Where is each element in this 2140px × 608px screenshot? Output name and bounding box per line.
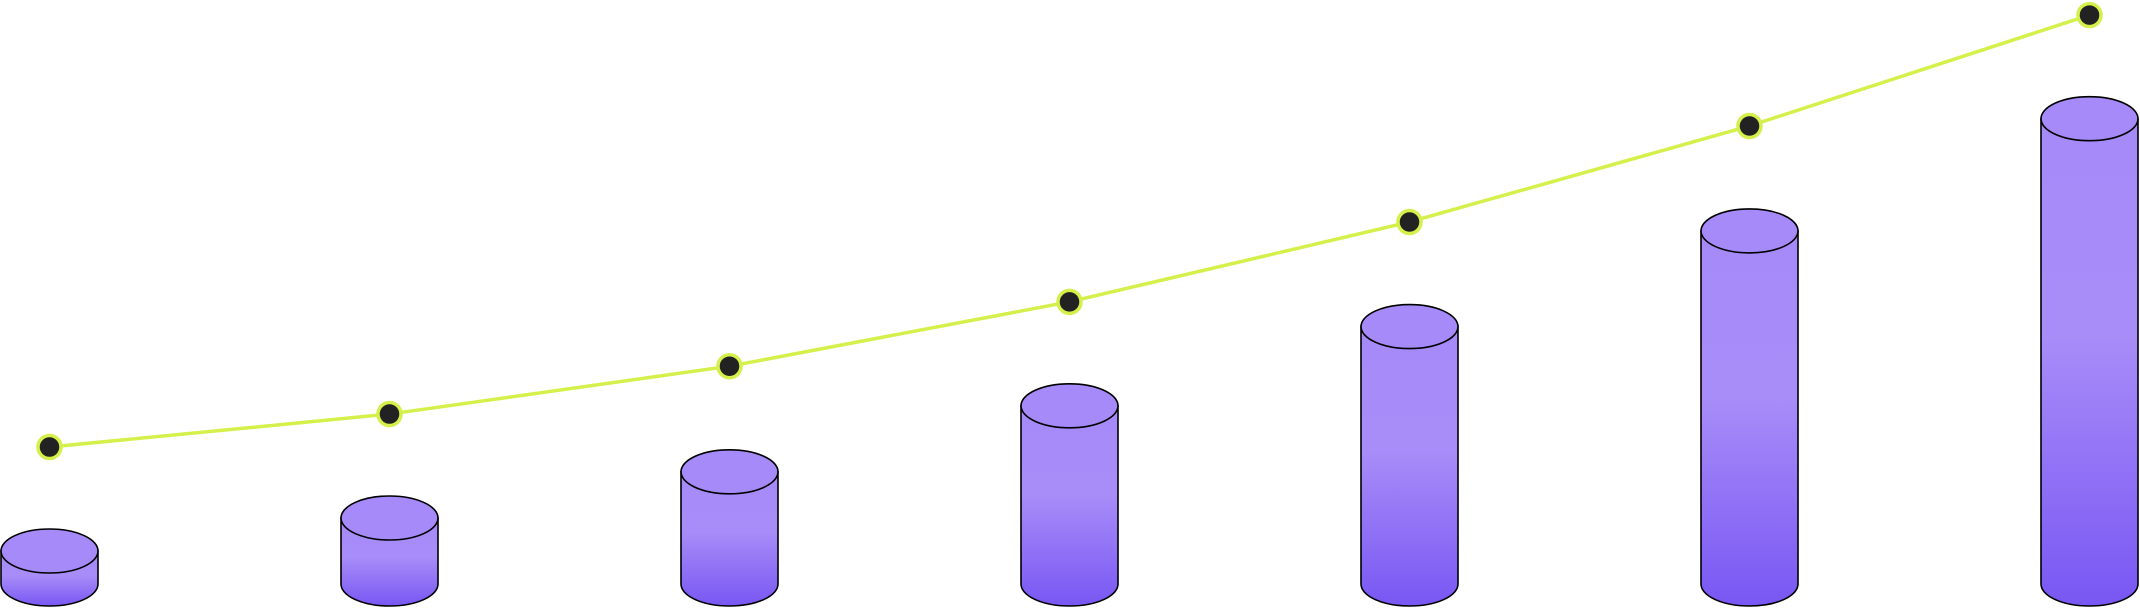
cylinder-bar	[680, 448, 779, 607]
cylinder-top	[0, 528, 99, 574]
cylinder-top	[2040, 95, 2139, 142]
cylinder-top	[1020, 382, 1119, 429]
cylinder-bar	[1700, 208, 1799, 607]
cylinder-body	[1020, 405, 1119, 607]
line-point-marker	[716, 352, 743, 380]
cylinder-top	[1360, 303, 1459, 350]
cylinder-bar	[340, 495, 439, 607]
line-point-marker	[2076, 1, 2103, 29]
cylinder-body	[1360, 325, 1459, 607]
line-point-marker	[1736, 112, 1763, 140]
cylinder-top	[680, 448, 779, 495]
cylinder-body	[340, 517, 439, 607]
line-point-marker	[36, 433, 63, 461]
cylinder-bar	[1360, 303, 1459, 607]
cylinder-body	[2040, 117, 2139, 607]
cylinder-top	[340, 495, 439, 541]
cylinder-body	[1700, 230, 1799, 607]
cylinder-top	[1700, 208, 1799, 254]
cylinder-bar	[1020, 382, 1119, 607]
line-point-marker	[376, 400, 403, 428]
cylinder-bar	[2040, 95, 2139, 607]
line-layer	[36, 1, 2103, 461]
cylinder-body	[680, 471, 779, 607]
line-point-marker	[1396, 208, 1423, 236]
line-point-marker	[1056, 288, 1083, 316]
bars-layer	[0, 95, 2139, 607]
cylinder-bar	[0, 528, 99, 607]
